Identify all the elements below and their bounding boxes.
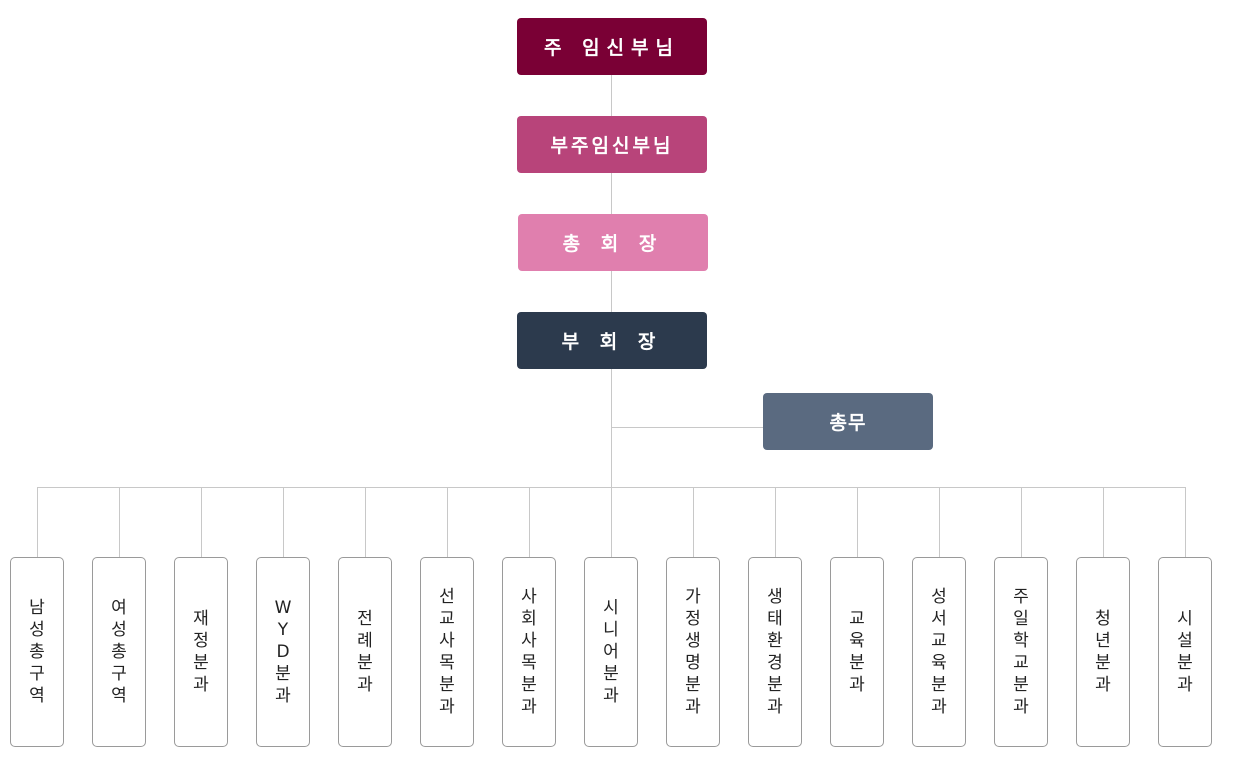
department-box: 청년분과 (1076, 557, 1130, 747)
department-drop-line (365, 487, 366, 557)
department-drop-line (447, 487, 448, 557)
vice-president-node: 부 회 장 (517, 312, 707, 369)
department-drop-line (939, 487, 940, 557)
department-drop-line (283, 487, 284, 557)
department-box: 시설분과 (1158, 557, 1212, 747)
department-drop-line (119, 487, 120, 557)
department-label: 가정생명분과 (685, 587, 701, 717)
department-label: 생태환경분과 (767, 587, 783, 717)
department-drop-line (1021, 487, 1022, 557)
department-label: 남성총구역 (29, 598, 45, 706)
main-trunk-line (611, 74, 612, 487)
assistant-pastor-node: 부주임신부님 (517, 116, 707, 173)
department-label: 성서교육분과 (931, 587, 947, 717)
department-label: 선교사목분과 (439, 587, 455, 717)
vice-president-label: 부 회 장 (561, 331, 663, 353)
president-node: 총 회 장 (518, 214, 708, 271)
department-box: 성서교육분과 (912, 557, 966, 747)
department-box: 생태환경분과 (748, 557, 802, 747)
general-affairs-node: 총무 (763, 393, 933, 450)
general-affairs-label: 총무 (829, 412, 867, 434)
department-label: WYD분과 (274, 598, 292, 706)
department-drop-line (1103, 487, 1104, 557)
department-box: 선교사목분과 (420, 557, 474, 747)
president-label: 총 회 장 (562, 233, 664, 255)
department-label: 교육분과 (849, 609, 865, 695)
department-box: 여성총구역 (92, 557, 146, 747)
department-label: 시니어분과 (603, 598, 619, 706)
department-box: 사회사목분과 (502, 557, 556, 747)
department-box: 교육분과 (830, 557, 884, 747)
staff-connector-line (611, 427, 763, 428)
department-drop-line (857, 487, 858, 557)
department-drop-line (37, 487, 38, 557)
department-box: 남성총구역 (10, 557, 64, 747)
department-box: 시니어분과 (584, 557, 638, 747)
department-box: 재정분과 (174, 557, 228, 747)
department-label: 사회사목분과 (521, 587, 537, 717)
department-label: 전례분과 (357, 609, 373, 695)
department-drop-line (775, 487, 776, 557)
department-drop-line (201, 487, 202, 557)
department-box: 주일학교분과 (994, 557, 1048, 747)
pastor-label: 주 임신부님 (543, 37, 680, 59)
department-label: 주일학교분과 (1013, 587, 1029, 717)
assistant-pastor-label: 부주임신부님 (550, 135, 674, 157)
department-box: 전례분과 (338, 557, 392, 747)
department-box: WYD분과 (256, 557, 310, 747)
department-label: 청년분과 (1095, 609, 1111, 695)
department-drop-line (611, 487, 612, 557)
department-box: 가정생명분과 (666, 557, 720, 747)
department-drop-line (1185, 487, 1186, 557)
department-label: 재정분과 (193, 609, 209, 695)
department-label: 시설분과 (1177, 609, 1193, 695)
department-drop-line (693, 487, 694, 557)
department-label: 여성총구역 (111, 598, 127, 706)
department-drop-line (529, 487, 530, 557)
pastor-node: 주 임신부님 (517, 18, 707, 75)
